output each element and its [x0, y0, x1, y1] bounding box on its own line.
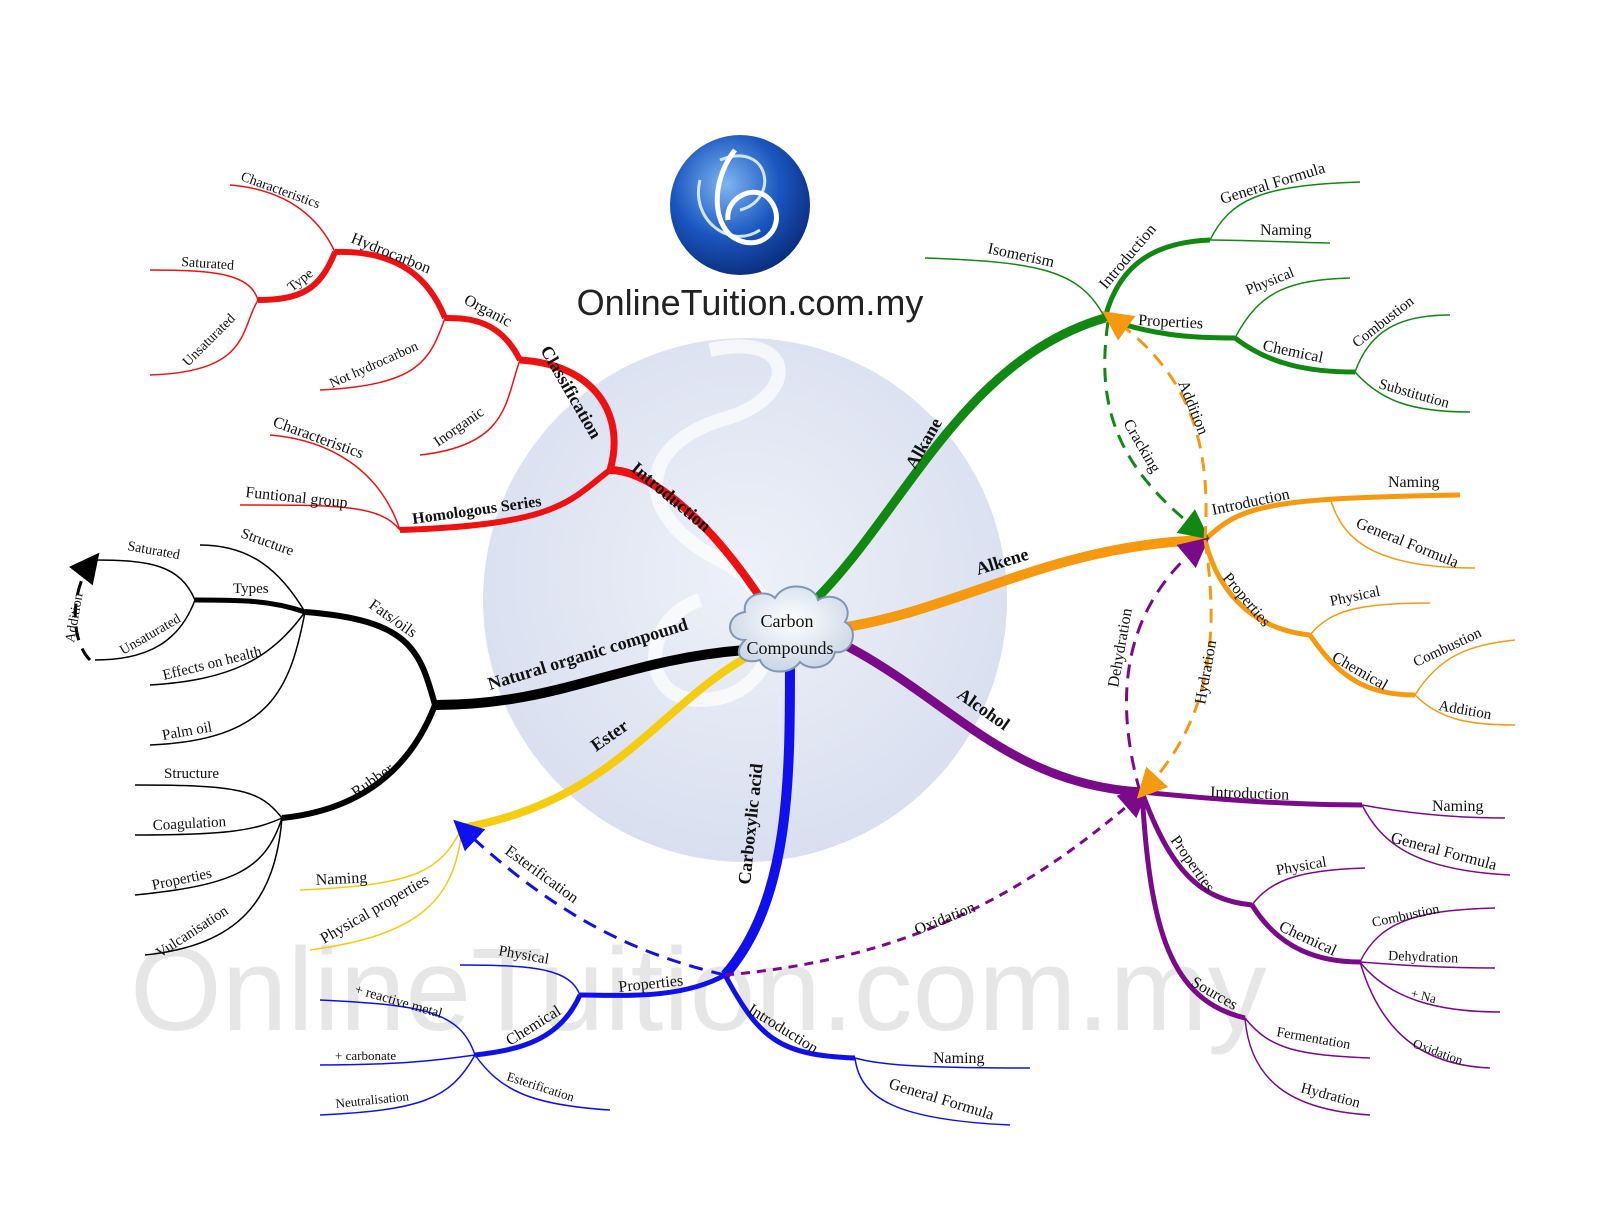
characteristics2-label: Characteristics — [271, 414, 366, 462]
alkene-properties-label: Properties — [1219, 570, 1274, 631]
types-label: Types — [233, 581, 269, 597]
saturated-label: Saturated — [181, 255, 235, 274]
natural-branch — [94, 544, 746, 956]
coagulation-label: Coagulation — [152, 814, 227, 834]
fat-saturated-label: Saturated — [126, 539, 181, 563]
background-swirl — [648, 339, 786, 708]
alkane-physical-label: Physical — [1244, 265, 1297, 299]
alcohol-introduction-label: Introduction — [1210, 784, 1290, 804]
addition-alkene-arrow — [1102, 311, 1208, 541]
hydration-label: Hydration — [1192, 639, 1220, 706]
alkene-general-formula-label: General Formula — [1354, 515, 1461, 572]
alkane-chemical-label: Chemical — [1261, 337, 1325, 366]
cracking-label: Cracking — [1120, 417, 1164, 476]
alcohol-properties-label: Properties — [1167, 833, 1218, 896]
alcohol-dehydration-label: Dehydration — [1388, 949, 1458, 966]
alkane-addition-label: Addition — [1174, 378, 1211, 437]
cracking-arrow — [1103, 321, 1210, 540]
sodium-label: + Na — [1409, 985, 1438, 1006]
center-cloud — [729, 585, 854, 673]
acid-branch — [319, 659, 1031, 1126]
brand-title: OnlineTuition.com.my — [577, 282, 924, 323]
alkane-branch — [806, 181, 1471, 609]
alkene-branch — [839, 492, 1516, 726]
inorganic-label: Inorganic — [431, 404, 487, 450]
fermentation-label: Fermentation — [1275, 1025, 1351, 1053]
dehydration-arrow — [1124, 537, 1210, 793]
esterification-label: Esterification — [502, 842, 582, 906]
watermark-text: OnlineTuition.com.my — [130, 924, 1267, 1056]
dehydration-label: Dehydration — [1105, 607, 1136, 689]
rubber-label: Rubber — [349, 760, 398, 801]
center-title-line2: Compounds — [746, 638, 833, 658]
carbonate-label: + carbonate — [335, 1048, 396, 1063]
alkane-combustion-label: Combustion — [1350, 293, 1418, 351]
addition-arrow — [69, 552, 100, 662]
esterification-arrow — [453, 819, 726, 977]
alkene-introduction-label: Introduction — [1210, 486, 1291, 519]
acid-properties-label: Properties — [618, 972, 684, 996]
alcohol-hydration-label: Hydration — [1299, 1080, 1362, 1111]
logo-globe-icon — [670, 135, 810, 275]
acid-naming-label: Naming — [933, 1050, 985, 1067]
isomerism-label: Isomerism — [986, 240, 1056, 271]
acid-general-formula-label: General Formula — [887, 1076, 996, 1124]
center-title-line1: Carbon — [761, 611, 814, 631]
unsaturated-label: Unsaturated — [180, 311, 238, 369]
alkane-general-formula-label: General Formula — [1218, 160, 1327, 208]
introduction-branch — [149, 184, 769, 608]
ester-naming-label: Naming — [315, 869, 367, 889]
alkene-addition-label: Addition — [1437, 698, 1493, 723]
functional-group-label: Funtional group — [245, 484, 349, 512]
addition-label: Addition — [63, 592, 86, 644]
rubber-structure-label: Structure — [164, 766, 219, 782]
alcohol-naming-label: Naming — [1432, 798, 1484, 815]
palm-oil-label: Palm oil — [161, 719, 213, 744]
alcohol-combustion-label: Combustion — [1371, 902, 1441, 931]
hydration-arrow — [1136, 539, 1213, 799]
effects-health-label: Effects on health — [161, 644, 264, 684]
oxidation-arrow — [724, 787, 1150, 977]
alkane-naming-label: Naming — [1260, 222, 1312, 239]
acid-esterification-label: Esterification — [505, 1069, 577, 1105]
alcohol-branch — [842, 641, 1511, 1116]
alkene-naming-label: Naming — [1388, 474, 1440, 491]
alkane-properties-label: Properties — [1138, 312, 1204, 332]
characteristics-label: Characteristics — [239, 170, 322, 213]
alcohol-oxidation-label: Oxidation — [1411, 1036, 1465, 1068]
